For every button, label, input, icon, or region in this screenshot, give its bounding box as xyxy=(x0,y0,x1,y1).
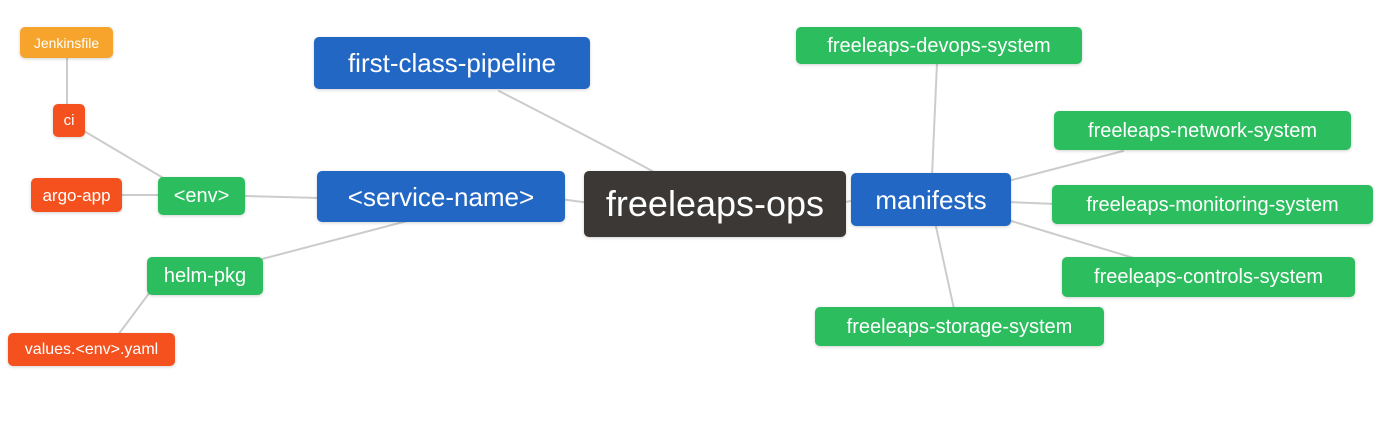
node-freeleaps-storage-system[interactable]: freeleaps-storage-system xyxy=(815,307,1104,346)
node-service-name[interactable]: <service-name> xyxy=(317,171,565,222)
node-first-class-pipeline[interactable]: first-class-pipeline xyxy=(314,37,590,89)
edge-ci-to-env xyxy=(83,130,171,183)
edge-manifests-to-freeleaps-controls-system xyxy=(1007,219,1138,260)
node-jenkinsfile[interactable]: Jenkinsfile xyxy=(20,27,113,58)
edge-manifests-to-freeleaps-network-system xyxy=(1007,150,1124,182)
node-values-env-yaml[interactable]: values.<env>.yaml xyxy=(8,333,175,366)
node-argo-app[interactable]: argo-app xyxy=(31,178,122,212)
edge-manifests-to-freeleaps-monitoring-system xyxy=(1007,201,1057,205)
edge-first-class-pipeline-to-freeleaps-ops xyxy=(498,90,657,174)
node-helm-pkg[interactable]: helm-pkg xyxy=(147,257,263,295)
node-manifests[interactable]: manifests xyxy=(851,173,1011,226)
node-ci[interactable]: ci xyxy=(53,104,85,137)
node-env[interactable]: <env> xyxy=(158,177,245,215)
node-freeleaps-devops-system[interactable]: freeleaps-devops-system xyxy=(796,27,1082,64)
edge-service-name-to-helm-pkg xyxy=(261,214,431,260)
node-freeleaps-monitoring-system[interactable]: freeleaps-monitoring-system xyxy=(1052,185,1373,224)
node-freeleaps-ops[interactable]: freeleaps-ops xyxy=(584,171,846,237)
node-freeleaps-network-system[interactable]: freeleaps-network-system xyxy=(1054,111,1351,150)
edge-env-to-service-name xyxy=(244,195,321,199)
edge-manifests-to-freeleaps-storage-system xyxy=(934,221,955,310)
edge-manifests-to-freeleaps-devops-system xyxy=(931,62,938,177)
node-freeleaps-controls-system[interactable]: freeleaps-controls-system xyxy=(1062,257,1355,297)
edge-helm-pkg-to-values-env-yaml xyxy=(117,291,151,336)
